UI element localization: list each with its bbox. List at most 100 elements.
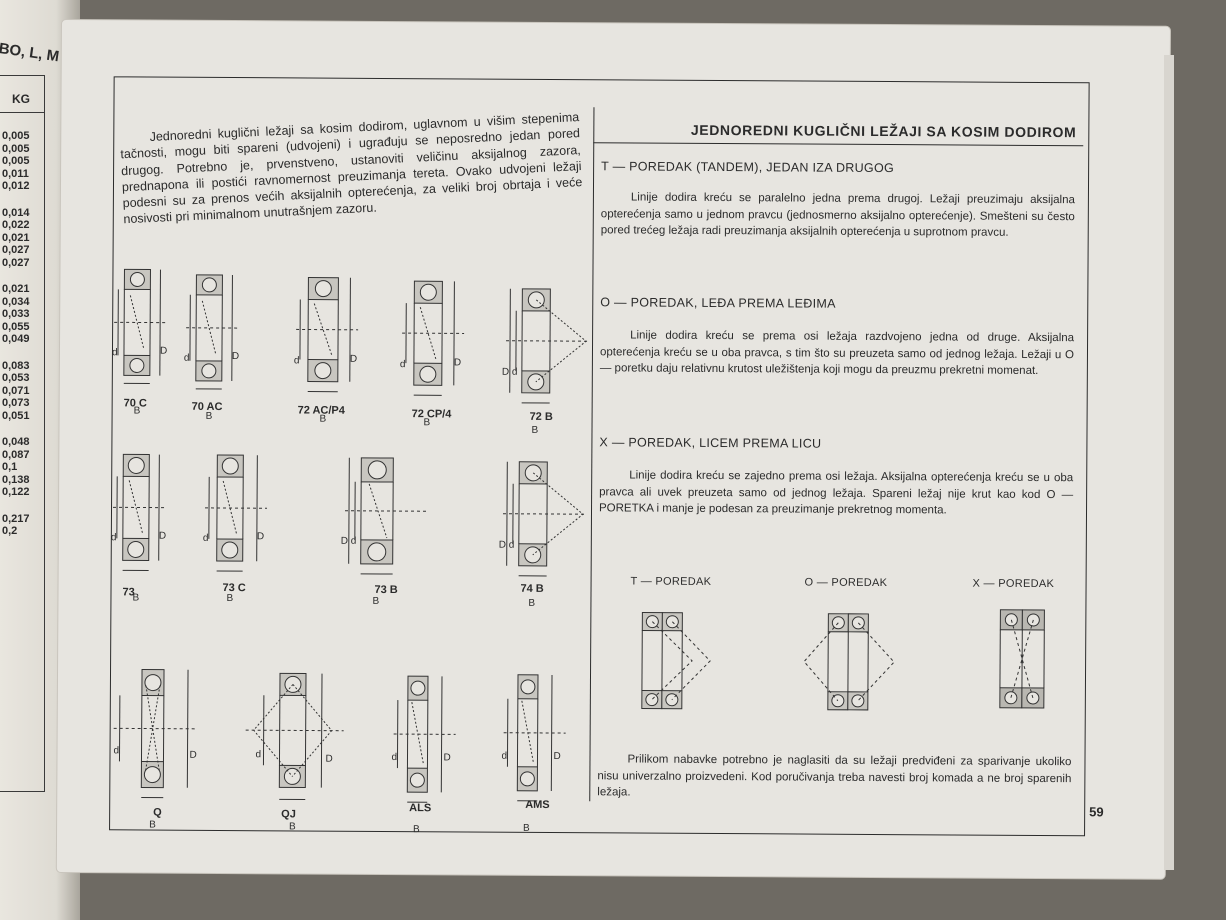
previous-page-frame	[0, 75, 45, 792]
designation-73c: 73 C	[222, 581, 246, 595]
arrangement-label-x: X — POREDAK	[972, 577, 1055, 591]
bearing-cross-section	[113, 668, 196, 799]
weight-value: 0,071	[2, 384, 30, 397]
designation-70ac: 70 AC	[191, 400, 223, 413]
weight-value: 0,053	[2, 372, 30, 384]
weight-value: 0,014	[2, 206, 30, 219]
designation-73: 73	[122, 586, 135, 599]
dimension-label-B: B	[372, 595, 380, 607]
dimension-label-d: d	[399, 359, 406, 371]
arrangement-label-t: T — POREDAK	[630, 575, 712, 588]
weight-value: 0,138	[2, 473, 30, 486]
group-gap	[2, 269, 46, 283]
weight-value: 0,049	[2, 333, 30, 345]
group-gap	[2, 538, 46, 552]
dimension-label-D: D	[256, 531, 265, 543]
designation-ams: AMS	[525, 798, 550, 811]
weight-value: 0,1	[2, 461, 18, 473]
bearing-cross-section	[393, 675, 456, 803]
dimension-label-D: D	[159, 345, 168, 357]
dimension-label-B: B	[523, 822, 530, 834]
dimension-label-D: D	[443, 752, 451, 764]
bearing-cross-section	[503, 674, 566, 802]
weight-value: 0,005	[2, 130, 30, 142]
section-body-x: Linije dodira kreću se zajedno prema osi…	[599, 467, 1073, 519]
dimension-label-B: B	[531, 424, 539, 436]
weight-value: 0,073	[2, 397, 30, 409]
dimension-label-D: D	[325, 753, 333, 765]
bearing-cross-section	[114, 268, 167, 385]
section-heading-x: X — POREDAK, LICEM PREMA LICU	[599, 435, 822, 451]
bearing-diagram-qj: d D B	[239, 669, 350, 832]
dimension-label-B: B	[226, 593, 234, 605]
dimension-label-D: D	[189, 749, 197, 761]
page-stack-edge	[1164, 55, 1174, 870]
designation-q: Q	[153, 806, 162, 819]
dimension-label-D: D	[553, 751, 561, 763]
arrangement-diagram-x	[994, 606, 1055, 721]
section-body-t: Linije dodira kreću se paralelno jedna p…	[601, 189, 1075, 241]
weight-value: 0,011	[2, 167, 29, 180]
dimension-label-B: B	[413, 824, 420, 836]
group-gap	[2, 346, 46, 360]
group-gap	[2, 499, 46, 513]
weight-value: 0,048	[2, 436, 30, 448]
weight-value: 0,2	[2, 525, 18, 537]
section-heading-o: O — POREDAK, LEĐA PREMA LEĐIMA	[600, 295, 836, 311]
weight-value: 0,021	[2, 283, 30, 295]
weight-column-head: KG	[12, 92, 30, 106]
designation-72acp4: 72 AC/P4	[297, 404, 345, 417]
weight-value: 0,021	[2, 231, 30, 244]
bearing-diagram-q: d D B	[109, 665, 200, 831]
weight-value: 0,034	[2, 295, 30, 308]
section-text-t: Linije dodira kreću se paralelno jedna p…	[600, 191, 1075, 239]
dimension-label-d: d	[183, 352, 190, 364]
back-to-back-pair	[803, 613, 895, 711]
weight-value: 0,083	[2, 359, 30, 372]
dimension-label-d: d	[391, 752, 398, 764]
weight-value: 0,122	[2, 486, 30, 498]
page-title: JEDNOREDNI KUGLIČNI LEŽAJI SA KOSIM DODI…	[690, 121, 1077, 141]
bearing-cross-section	[502, 461, 585, 577]
bearing-cross-section	[345, 457, 428, 575]
group-gap	[2, 193, 46, 207]
dimension-label-d: d	[501, 750, 508, 762]
previous-page-header: BO, L, M	[0, 40, 61, 66]
section-text-x: Linije dodira kreću se zajedno prema osi…	[598, 469, 1074, 517]
bearing-cross-section	[506, 288, 589, 404]
ordering-note: Prilikom nabavke potrebno je naglasiti d…	[597, 751, 1071, 803]
dimension-label-d: d	[113, 745, 120, 757]
dimension-label-d: d	[511, 366, 518, 378]
dimension-label-D: D	[340, 535, 349, 547]
bearing-diagram-ams: d D B	[499, 671, 570, 834]
section-heading-t: T — POREDAK (TANDEM), JEDAN IZA DRUGOG	[601, 159, 895, 176]
dimension-label-B: B	[149, 819, 156, 831]
weight-value: 0,033	[2, 308, 30, 320]
designation-73b: 73 B	[374, 583, 398, 597]
weight-value: 0,217	[2, 512, 30, 525]
face-to-face-pair	[999, 609, 1045, 709]
dimension-label-B: B	[528, 597, 536, 609]
arrangement-label-o: O — POREDAK	[804, 576, 888, 590]
designation-als: ALS	[409, 802, 432, 815]
designation-qj: QJ	[281, 808, 296, 821]
dimension-label-D: D	[158, 530, 167, 542]
section-body-o: Linije dodira kreću se prema osi ležaja …	[600, 327, 1074, 379]
bearing-cross-section	[186, 274, 239, 390]
dimension-label-d: d	[255, 749, 262, 761]
dimension-label-B: B	[289, 821, 296, 833]
weight-value: 0,087	[2, 448, 30, 461]
column-head-rule	[0, 112, 44, 113]
weight-value: 0,005	[2, 142, 30, 155]
section-text-o: Linije dodira kreću se prema osi ležaja …	[599, 329, 1075, 377]
bearing-cross-section	[296, 277, 359, 393]
weight-value: 0,051	[2, 409, 30, 422]
